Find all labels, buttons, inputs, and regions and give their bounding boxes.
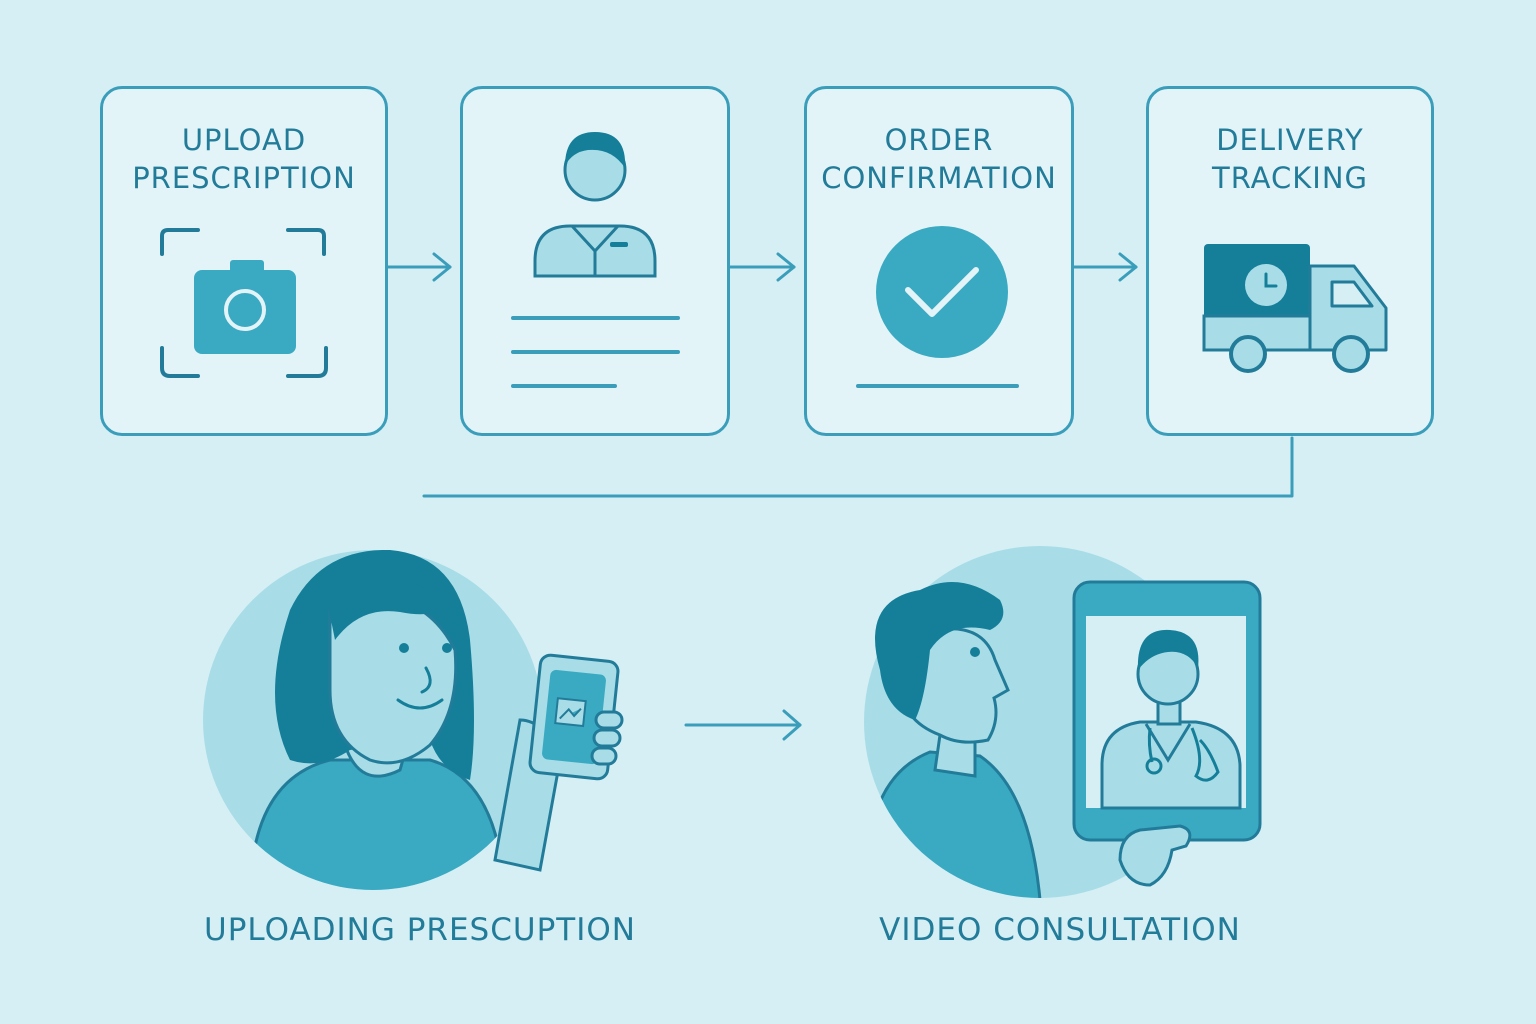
step-card-pharmacist-review xyxy=(460,86,730,436)
step-card-order-confirmation: ORDER CONFIRMATION xyxy=(804,86,1074,436)
step-card-upload-prescription: UPLOAD PRESCRIPTION xyxy=(100,86,388,436)
scene-caption: UPLOADING PRESCUPTION xyxy=(204,912,636,948)
delivery-truck-icon xyxy=(1202,244,1388,373)
step-title: UPLOAD PRESCRIPTION xyxy=(132,123,356,195)
step-title: ORDER CONFIRMATION xyxy=(821,123,1057,195)
checkmark-icon xyxy=(856,226,1019,388)
scene-caption: VIDEO CONSULTATION xyxy=(879,912,1241,948)
step-title: DELIVERY TRACKING xyxy=(1211,123,1368,195)
pharmacist-icon xyxy=(511,132,680,388)
camera-icon xyxy=(160,228,328,378)
step-card-delivery-tracking: DELIVERY TRACKING xyxy=(1146,86,1434,436)
